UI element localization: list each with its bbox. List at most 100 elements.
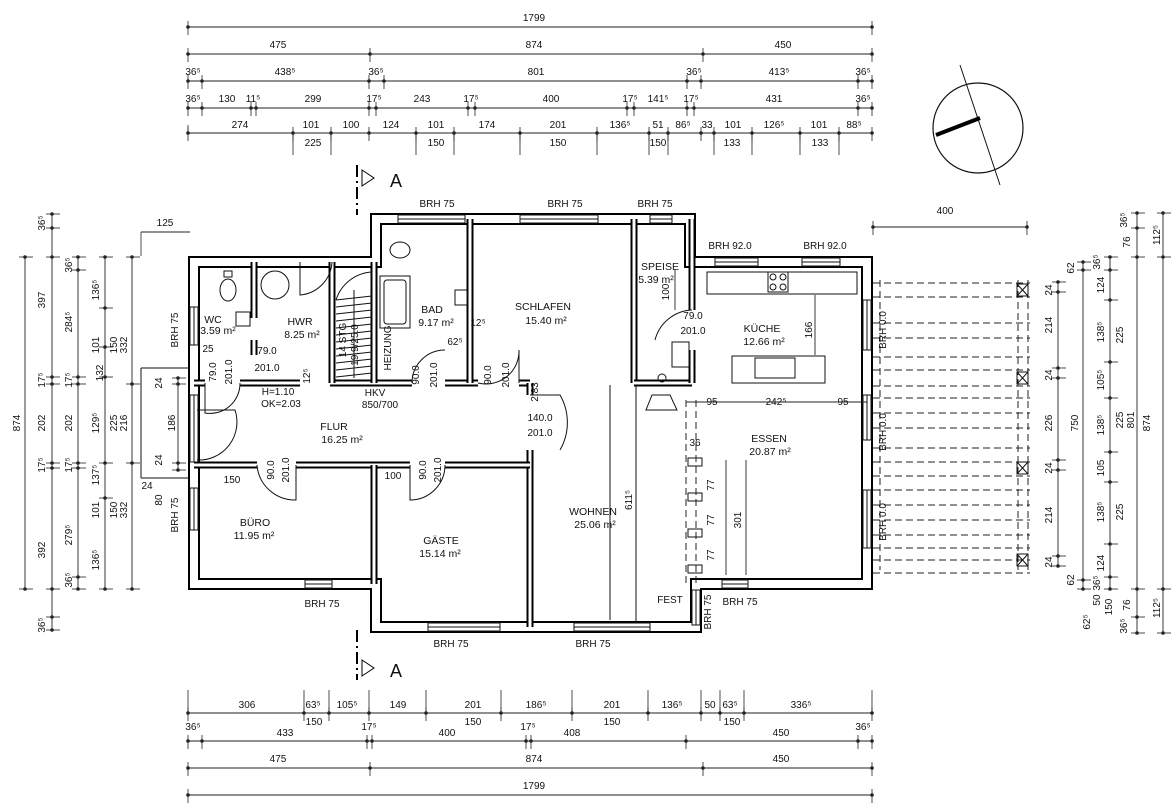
- room-name: SCHLAFEN: [515, 301, 571, 313]
- dimension-label: 88⁵: [846, 120, 861, 131]
- plan-annotation: 201.0: [501, 362, 512, 387]
- dimension-label: 24: [141, 481, 153, 492]
- plan-annotation: BRH 92.0: [803, 241, 847, 252]
- dimension-label: 332: [119, 336, 130, 353]
- plan-annotation: 12⁵: [302, 368, 313, 383]
- dimension-label: 112⁵: [1152, 225, 1163, 245]
- dimension-label: 36⁵: [64, 572, 75, 587]
- plan-annotation: 242⁵: [766, 397, 787, 408]
- dimension-label: 36⁵: [1092, 575, 1103, 590]
- plan-annotation: BRH 75: [547, 199, 582, 210]
- section-marker-top: A: [356, 165, 402, 215]
- plan-annotation: 77: [706, 479, 717, 491]
- plan-annotation: 19.9/25.0: [350, 324, 361, 366]
- dimension-label: 150: [109, 336, 120, 353]
- dimension-label: 214: [1044, 506, 1055, 523]
- dimension-label: 150: [724, 717, 741, 728]
- tank-icon: [260, 270, 290, 300]
- dimension-label: 136⁵: [91, 550, 102, 571]
- dimension-label: 17⁵: [64, 457, 75, 472]
- dimension-label: 36⁵: [64, 257, 75, 272]
- dimension-label: 150: [650, 138, 667, 149]
- dimension-label: 1799: [523, 781, 546, 792]
- plan-annotation: 201.0: [281, 457, 292, 482]
- dimension-label: 17⁵: [37, 457, 48, 472]
- plan-annotation: 90.0: [411, 365, 422, 385]
- dimension-label: 408: [564, 728, 581, 739]
- dimension-label: 1799: [523, 13, 546, 24]
- dimension-label: 17⁵: [520, 722, 535, 733]
- dimension-label: 413⁵: [769, 67, 790, 78]
- dimension-label: 874: [526, 754, 543, 765]
- dimension-label: 137⁵: [91, 465, 102, 486]
- plan-annotation: 14 STG: [338, 323, 349, 358]
- dimension-label: 397: [37, 291, 48, 308]
- pillar-icon: [687, 492, 703, 502]
- door-swing: [654, 309, 693, 341]
- room-name: WOHNEN: [569, 506, 617, 518]
- section-label: A: [390, 661, 402, 681]
- plan-annotation: 611⁵: [624, 490, 635, 510]
- dimension-label: 100: [343, 120, 360, 131]
- dimension-label: 299: [305, 94, 322, 105]
- section-arrow-icon: [361, 659, 375, 677]
- dimension-label: 136⁵: [662, 700, 683, 711]
- dimension-label: 306: [239, 700, 256, 711]
- dimension-label: 62: [1066, 262, 1077, 274]
- bathtub-icon: [379, 275, 411, 329]
- dimension-label: 126⁵: [764, 120, 785, 131]
- dimension-label: 450: [773, 728, 790, 739]
- dimension-label: 150: [306, 717, 323, 728]
- dimension-label: 874: [526, 40, 543, 51]
- room-name: BAD: [421, 304, 443, 316]
- plan-annotation: 79.0: [683, 311, 703, 322]
- dimension-label: 433: [277, 728, 294, 739]
- dimension-label: 63⁵: [722, 700, 737, 711]
- dimension-label: 36⁵: [1092, 254, 1103, 269]
- room-area: 15.40 m²: [525, 315, 567, 327]
- dimension-label: 36⁵: [1119, 618, 1130, 633]
- dimension-label: 801: [528, 67, 545, 78]
- dimension-label: 336⁵: [791, 700, 812, 711]
- plan-annotation: HKV: [365, 388, 386, 399]
- dimension-label: 186⁵: [526, 700, 547, 711]
- plan-annotation: 201.0: [433, 457, 444, 482]
- section-arrow-icon: [361, 169, 375, 187]
- dimension-label: 62⁵: [1082, 614, 1093, 629]
- plan-annotation: 79.0: [208, 362, 219, 382]
- room-area: 5.39 m²: [638, 274, 674, 286]
- plan-annotation: 62⁵: [447, 337, 462, 348]
- dimension-label: 214: [1044, 316, 1055, 333]
- dimension-label: 400: [439, 728, 456, 739]
- dimension-label: 11⁵: [246, 94, 261, 105]
- door-swing: [530, 394, 568, 451]
- dimension-label: 450: [775, 40, 792, 51]
- door-swing: [204, 382, 241, 414]
- dimension-label: 201: [604, 700, 621, 711]
- room-area: 12.66 m²: [743, 336, 785, 348]
- plan-annotation: 95: [837, 397, 849, 408]
- plan-annotation: 90.0: [483, 365, 494, 385]
- room-name: FLUR: [320, 421, 348, 433]
- dimension-label: 124: [1096, 276, 1107, 293]
- plan-annotation: 301: [733, 511, 744, 528]
- plan-annotation: FEST: [657, 595, 683, 606]
- dimension-label: 36⁵: [185, 94, 200, 105]
- plan-annotation: 140.0: [527, 413, 552, 424]
- dimension-label: 36⁵: [37, 215, 48, 230]
- dimension-label: 392: [37, 541, 48, 558]
- kitchen-island: [731, 355, 826, 384]
- terrace-pergola: [873, 280, 1030, 574]
- room-area: 16.25 m²: [321, 434, 363, 446]
- dimension-label: 874: [1142, 414, 1153, 431]
- dimension-label: 225: [1115, 503, 1126, 520]
- door-swing: [477, 349, 520, 385]
- plan-annotation: 166: [804, 321, 815, 338]
- door-swing: [299, 261, 333, 296]
- plan-annotation: 95: [706, 397, 718, 408]
- plan-annotation: 201.0: [254, 363, 279, 374]
- dimension-label: 36⁵: [855, 722, 870, 733]
- dimension-label: 332: [119, 501, 130, 518]
